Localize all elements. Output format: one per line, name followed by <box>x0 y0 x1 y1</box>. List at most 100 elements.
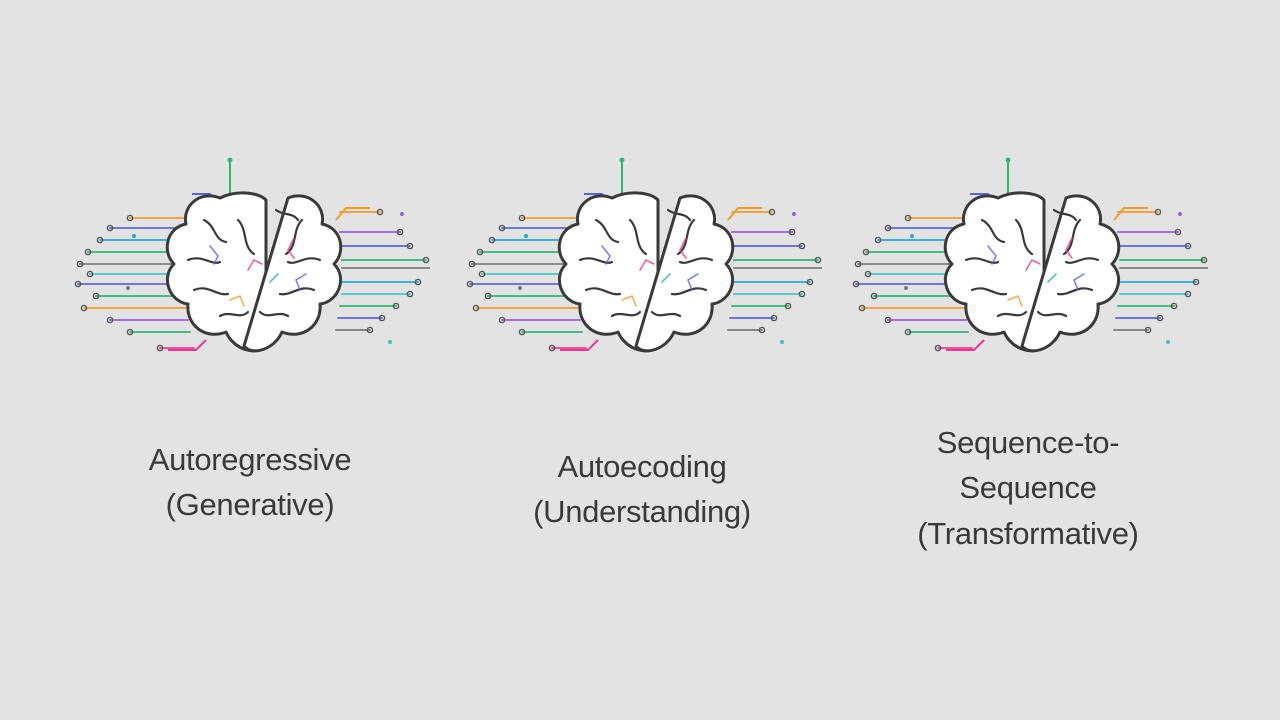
brain-icon <box>74 157 430 353</box>
circuit-node <box>518 214 526 222</box>
neural-stroke <box>687 273 699 291</box>
accent-dot <box>1166 340 1170 344</box>
panel-label: Autoregressive (Generative) <box>60 437 440 528</box>
circuit-node <box>406 290 414 298</box>
brain-fold <box>666 208 692 222</box>
brain-fold <box>610 310 642 318</box>
circuit-node <box>806 278 814 286</box>
circuit-node <box>422 256 430 264</box>
neural-stroke <box>621 294 637 307</box>
circuit-node <box>468 260 476 268</box>
circuit-node <box>476 248 484 256</box>
neural-stroke <box>1007 294 1023 307</box>
brain-fold <box>274 208 300 222</box>
panel-autoregressive: Autoregressive (Generative) <box>60 0 440 720</box>
accent-dot <box>524 234 528 238</box>
circuit-line <box>335 207 370 221</box>
brain-fold <box>202 218 228 244</box>
brain-fold <box>1056 287 1094 296</box>
circuit-node <box>870 292 878 300</box>
circuit-node <box>518 328 526 336</box>
circuit-node <box>366 326 374 334</box>
brain-fold <box>980 218 1006 244</box>
neural-stroke <box>229 294 245 307</box>
panel-label: Sequence-to- Sequence (Transformative) <box>838 420 1218 556</box>
circuit-node <box>814 256 822 264</box>
brain-illustration <box>462 150 822 365</box>
label-line: (Understanding) <box>533 494 751 530</box>
circuit-node <box>74 280 82 288</box>
circuit-node <box>854 260 862 268</box>
circuit-node <box>378 314 386 322</box>
accent-dot <box>792 212 796 216</box>
circuit-node <box>376 208 384 216</box>
brain-fold <box>218 310 250 318</box>
brain-fold <box>1064 257 1100 264</box>
accent-dot <box>910 234 914 238</box>
brain-fold <box>678 257 714 264</box>
circuit-node <box>864 270 872 278</box>
circuit-node <box>76 260 84 268</box>
neural-stroke <box>601 245 611 265</box>
brain-fold <box>192 287 230 296</box>
circuit-node <box>862 248 870 256</box>
brain-fold <box>628 218 648 256</box>
circuit-node <box>484 292 492 300</box>
brain-fold <box>578 257 614 264</box>
accent-dot <box>400 212 404 216</box>
brain-fold <box>584 287 622 296</box>
circuit-node <box>227 157 233 163</box>
label-line: Sequence <box>959 470 1097 506</box>
circuit-node <box>548 344 556 352</box>
panel-autoencoding: Autoecoding (Understanding) <box>452 0 832 720</box>
brain-fold <box>1036 310 1068 318</box>
circuit-node <box>478 270 486 278</box>
panel-sequence-to-sequence: Sequence-to- Sequence (Transformative) <box>838 0 1218 720</box>
circuit-node <box>106 316 114 324</box>
accent-dot <box>780 340 784 344</box>
circuit-line <box>560 339 599 351</box>
circuit-node <box>406 242 414 250</box>
neural-stroke <box>295 273 307 291</box>
circuit-node <box>1192 278 1200 286</box>
circuit-node <box>904 214 912 222</box>
circuit-node <box>84 248 92 256</box>
brain-illustration <box>848 150 1208 365</box>
brain-fold <box>594 218 620 244</box>
accent-dot <box>132 234 136 238</box>
circuit-line <box>946 339 985 351</box>
brain-fold <box>236 218 256 256</box>
neural-stroke <box>639 258 655 271</box>
circuit-node <box>86 270 94 278</box>
neural-stroke <box>679 237 687 259</box>
label-line: (Transformative) <box>917 515 1139 551</box>
brain-fold <box>278 287 316 296</box>
brain-icon <box>852 157 1208 353</box>
circuit-node <box>768 208 776 216</box>
circuit-node <box>92 292 100 300</box>
neural-stroke <box>247 258 263 271</box>
neural-stroke <box>1073 273 1085 291</box>
circuit-node <box>488 236 496 244</box>
neural-stroke <box>1025 258 1041 271</box>
circuit-node <box>498 224 506 232</box>
label-line: Autoregressive <box>148 442 352 477</box>
neural-stroke <box>287 237 295 259</box>
circuit-node <box>770 314 778 322</box>
brain-fold <box>970 287 1008 296</box>
circuit-line <box>1113 207 1148 221</box>
label-line: (Generative) <box>165 487 335 523</box>
circuit-node <box>1005 157 1011 163</box>
brain-fold <box>186 257 222 264</box>
brain-fold <box>964 257 1000 264</box>
circuit-node <box>884 224 892 232</box>
circuit-line <box>727 207 762 221</box>
neural-stroke <box>1047 273 1057 283</box>
circuit-node <box>788 228 796 236</box>
neural-stroke <box>1065 237 1073 259</box>
accent-dot <box>518 286 522 290</box>
circuit-node <box>1170 302 1178 310</box>
circuit-node <box>106 224 114 232</box>
neural-stroke <box>987 245 997 265</box>
